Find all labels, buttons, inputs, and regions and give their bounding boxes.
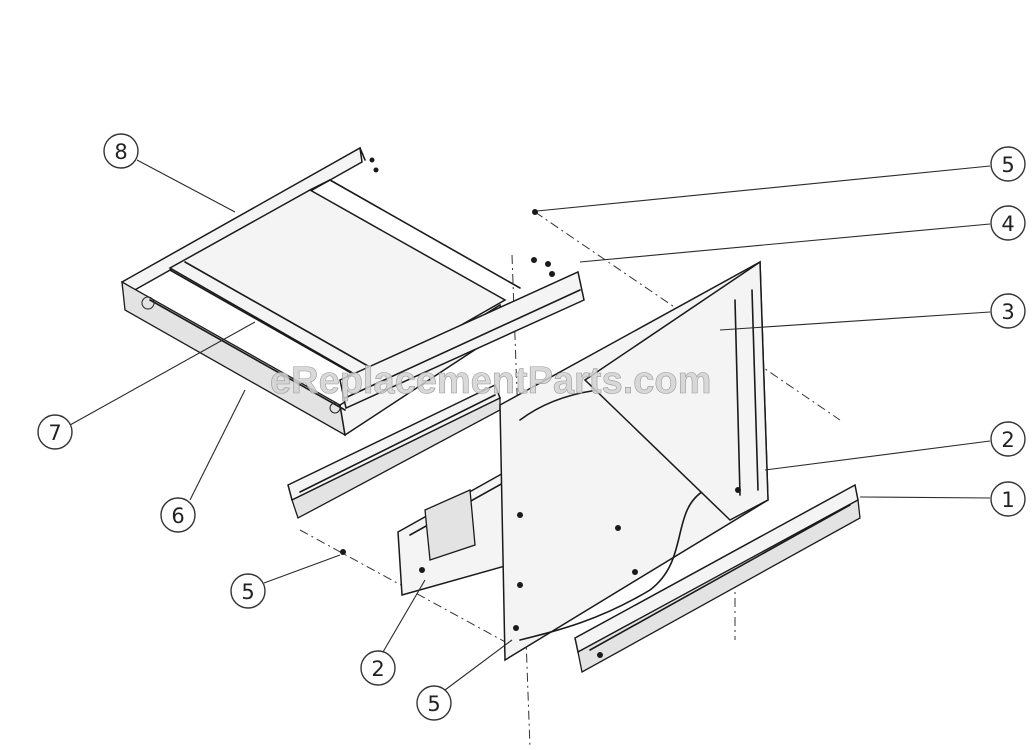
callout-6: 6 bbox=[160, 497, 196, 533]
svg-text:5: 5 bbox=[427, 692, 440, 716]
leader-lines bbox=[69, 159, 991, 691]
callouts: 8 5 4 3 7 2 1 6 bbox=[37, 133, 1026, 721]
svg-text:5: 5 bbox=[1001, 153, 1014, 177]
svg-text:1: 1 bbox=[1001, 488, 1014, 512]
part-1-right-slide bbox=[574, 483, 861, 673]
callout-5-top: 5 bbox=[990, 146, 1026, 182]
callout-5-left: 5 bbox=[230, 573, 266, 609]
part-left-upper-rail bbox=[339, 257, 585, 410]
svg-text:7: 7 bbox=[48, 421, 61, 445]
callout-8-top: 8 bbox=[103, 133, 139, 169]
svg-text:6: 6 bbox=[171, 504, 184, 528]
svg-text:3: 3 bbox=[1001, 300, 1014, 324]
callout-1: 1 bbox=[990, 481, 1026, 517]
callout-5-bottom: 5 bbox=[416, 685, 452, 721]
loose-screws bbox=[340, 209, 741, 631]
svg-text:2: 2 bbox=[1001, 428, 1014, 452]
svg-text:4: 4 bbox=[1001, 212, 1014, 236]
part-6-lower-slide bbox=[287, 383, 501, 519]
svg-text:8: 8 bbox=[114, 140, 127, 164]
watermark-text: eReplacementParts.com bbox=[270, 360, 711, 402]
svg-text:2: 2 bbox=[371, 657, 384, 681]
callout-4: 4 bbox=[990, 205, 1026, 241]
callout-3: 3 bbox=[990, 293, 1026, 329]
callout-2-bottom: 2 bbox=[360, 650, 396, 686]
part-3-right-panel bbox=[583, 260, 769, 521]
svg-text:5: 5 bbox=[241, 580, 254, 604]
callout-2-right: 2 bbox=[990, 421, 1026, 457]
callout-7: 7 bbox=[37, 414, 73, 450]
